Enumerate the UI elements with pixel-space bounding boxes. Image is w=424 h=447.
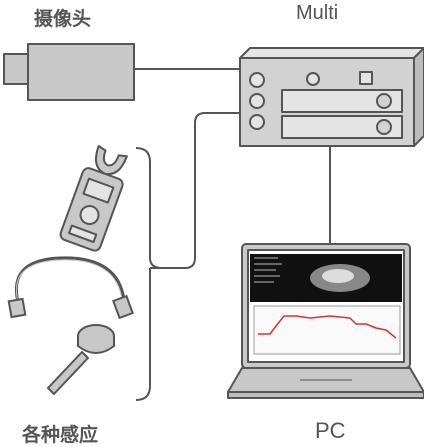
cable-sensor-icon: [7, 256, 134, 320]
connection-lines: [134, 68, 331, 401]
clamp-meter-icon: [59, 145, 128, 252]
camera-icon: [3, 43, 135, 101]
pc-label: PC: [315, 418, 346, 443]
probe-sensor-icon: [47, 324, 115, 395]
camera-label: 摄像头: [34, 8, 92, 30]
sensors-bracket: [135, 147, 163, 401]
sensors-to-multi-line: [150, 112, 240, 269]
laptop-icon: [227, 243, 424, 399]
multi-unit-icon: [239, 47, 424, 147]
multi-label: Multi: [296, 2, 339, 24]
sensors-label: 各种感应: [22, 424, 99, 446]
graph-line: [258, 315, 397, 339]
